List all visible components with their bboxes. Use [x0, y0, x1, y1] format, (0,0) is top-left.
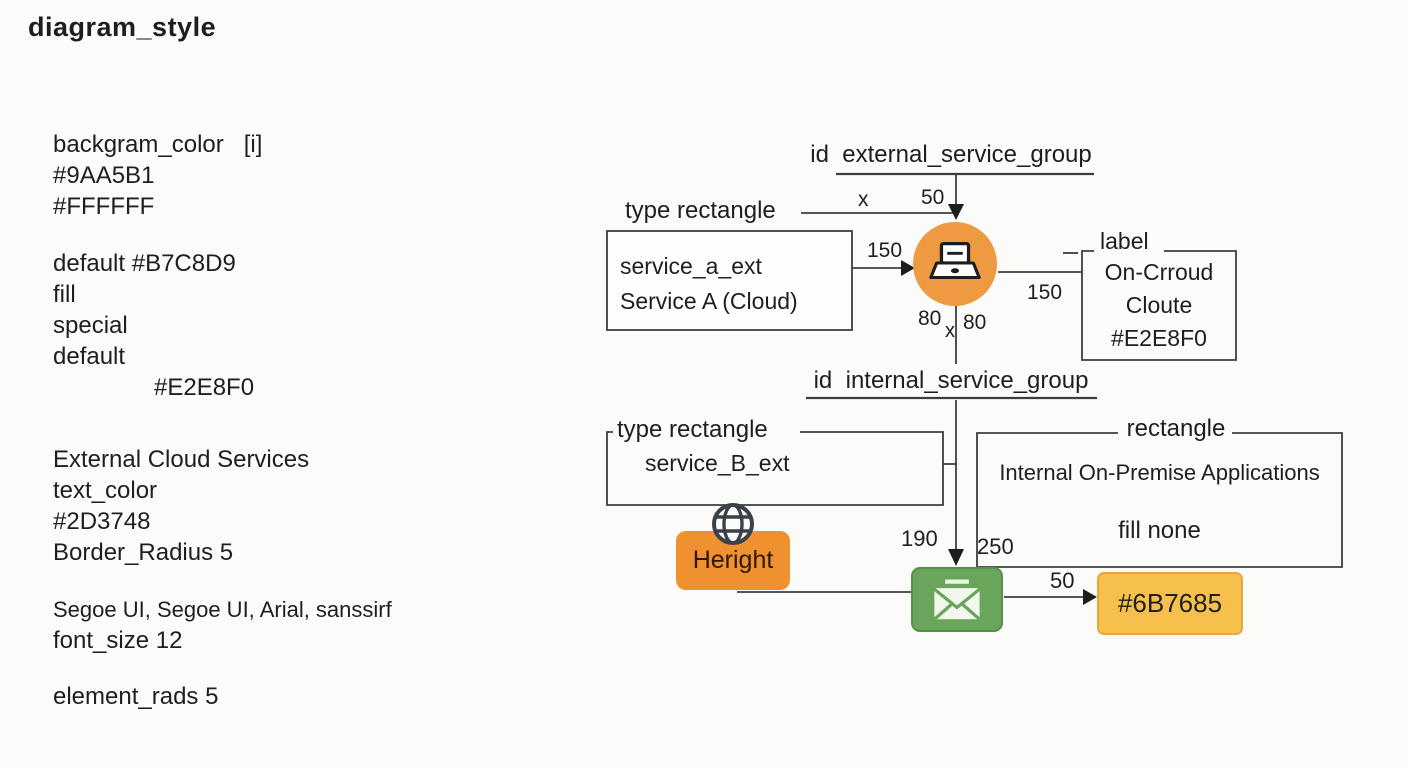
label-box-line3: #E2E8F0 [1111, 325, 1207, 351]
style-line-font-family: Segoe UI, Segoe UI, Arial, sanssirf [53, 597, 392, 622]
group-b-legend: type rectangle [613, 416, 772, 444]
service-a-label: Service A (Cloud) [620, 288, 798, 314]
color-chip-label: #6B7685 [1117, 588, 1223, 618]
style-line-default: default [53, 343, 126, 370]
style-line-font-size: font_size 12 [53, 627, 183, 654]
style-block-font: Segoe UI, Segoe UI, Arial, sanssirf font… [53, 594, 392, 656]
heright-node-label: Heright [692, 546, 774, 574]
style-block-text: External Cloud Services text_color #2D37… [53, 444, 309, 568]
color-chip-node: #6B7685 [1097, 572, 1243, 635]
style-line-text-color: text_color [53, 477, 158, 504]
style-line-color-2: #FFFFFF [53, 193, 155, 220]
style-block-element: element_rads 5 [53, 681, 218, 712]
external-service-circle-node [913, 222, 997, 306]
internal-service-green-node [911, 567, 1003, 632]
label-box-line1: On-Crroud [1104, 259, 1214, 285]
group-b-name: service_B_ext [645, 450, 790, 476]
style-block-fill: default #B7C8D9 fill special default #E2… [53, 248, 254, 403]
style-line-default-color: default #B7C8D9 [53, 250, 236, 277]
label-box-legend: label [1096, 228, 1153, 255]
dim-80-right: 80 [963, 311, 987, 334]
style-line-border-radius: Border_Radius 5 [53, 539, 234, 566]
internal-group-id: id internal_service_group [805, 367, 1097, 395]
service-a-box-text: service_a_ext Service A (Cloud) [620, 249, 798, 319]
style-line-text-color-value: #2D3748 [53, 508, 151, 535]
external-group-id-key: id [810, 141, 829, 168]
laptop-icon [929, 242, 981, 280]
globe-icon [712, 503, 754, 545]
page-title: diagram_style [28, 12, 217, 42]
wire-group [606, 172, 1343, 598]
internal-group-id-value: internal_service_group [845, 367, 1089, 394]
arrowheads [901, 204, 1097, 605]
external-group-id: id external_service_group [805, 141, 1097, 169]
style-line-color-1: #9AA5B1 [53, 162, 155, 189]
label-box-text: On-Crroud Cloute #E2E8F0 [1082, 256, 1236, 355]
dim-x-top: x [858, 188, 869, 211]
dim-80-left: 80 [918, 307, 942, 330]
dim-150-right: 150 [1027, 281, 1063, 304]
style-line-fill: fill [53, 281, 76, 308]
dim-250: 250 [977, 534, 1014, 559]
dim-150-left: 150 [867, 239, 903, 262]
style-block-background: backgram_color [i] #9AA5B1 #FFFFFF [53, 129, 262, 222]
dim-190: 190 [901, 526, 938, 551]
envelope-icon [933, 579, 981, 621]
internal-group-id-key: id [813, 367, 833, 394]
style-line-fill-color: #E2E8F0 [154, 374, 255, 401]
external-group-id-value: external_service_group [842, 141, 1092, 168]
service-a-name: service_a_ext [620, 253, 762, 279]
dim-50-top: 50 [921, 186, 945, 209]
style-line-element-rads: element_rads 5 [53, 683, 219, 710]
dim-50-bottom: 50 [1050, 568, 1075, 593]
style-line-backgram-color: backgram_color [i] [53, 131, 263, 158]
style-line-special: special [53, 312, 128, 339]
style-line-external-cloud: External Cloud Services [53, 446, 310, 473]
group-c-legend: rectangle [1120, 415, 1232, 443]
group-c-line1: Internal On-Premise Applications [999, 460, 1320, 485]
label-box-line2: Cloute [1125, 292, 1193, 318]
group-c-line2: fill none [1118, 517, 1201, 544]
type-rectangle-a-label: type rectangle [625, 197, 776, 224]
dim-x-small: x [945, 320, 955, 342]
